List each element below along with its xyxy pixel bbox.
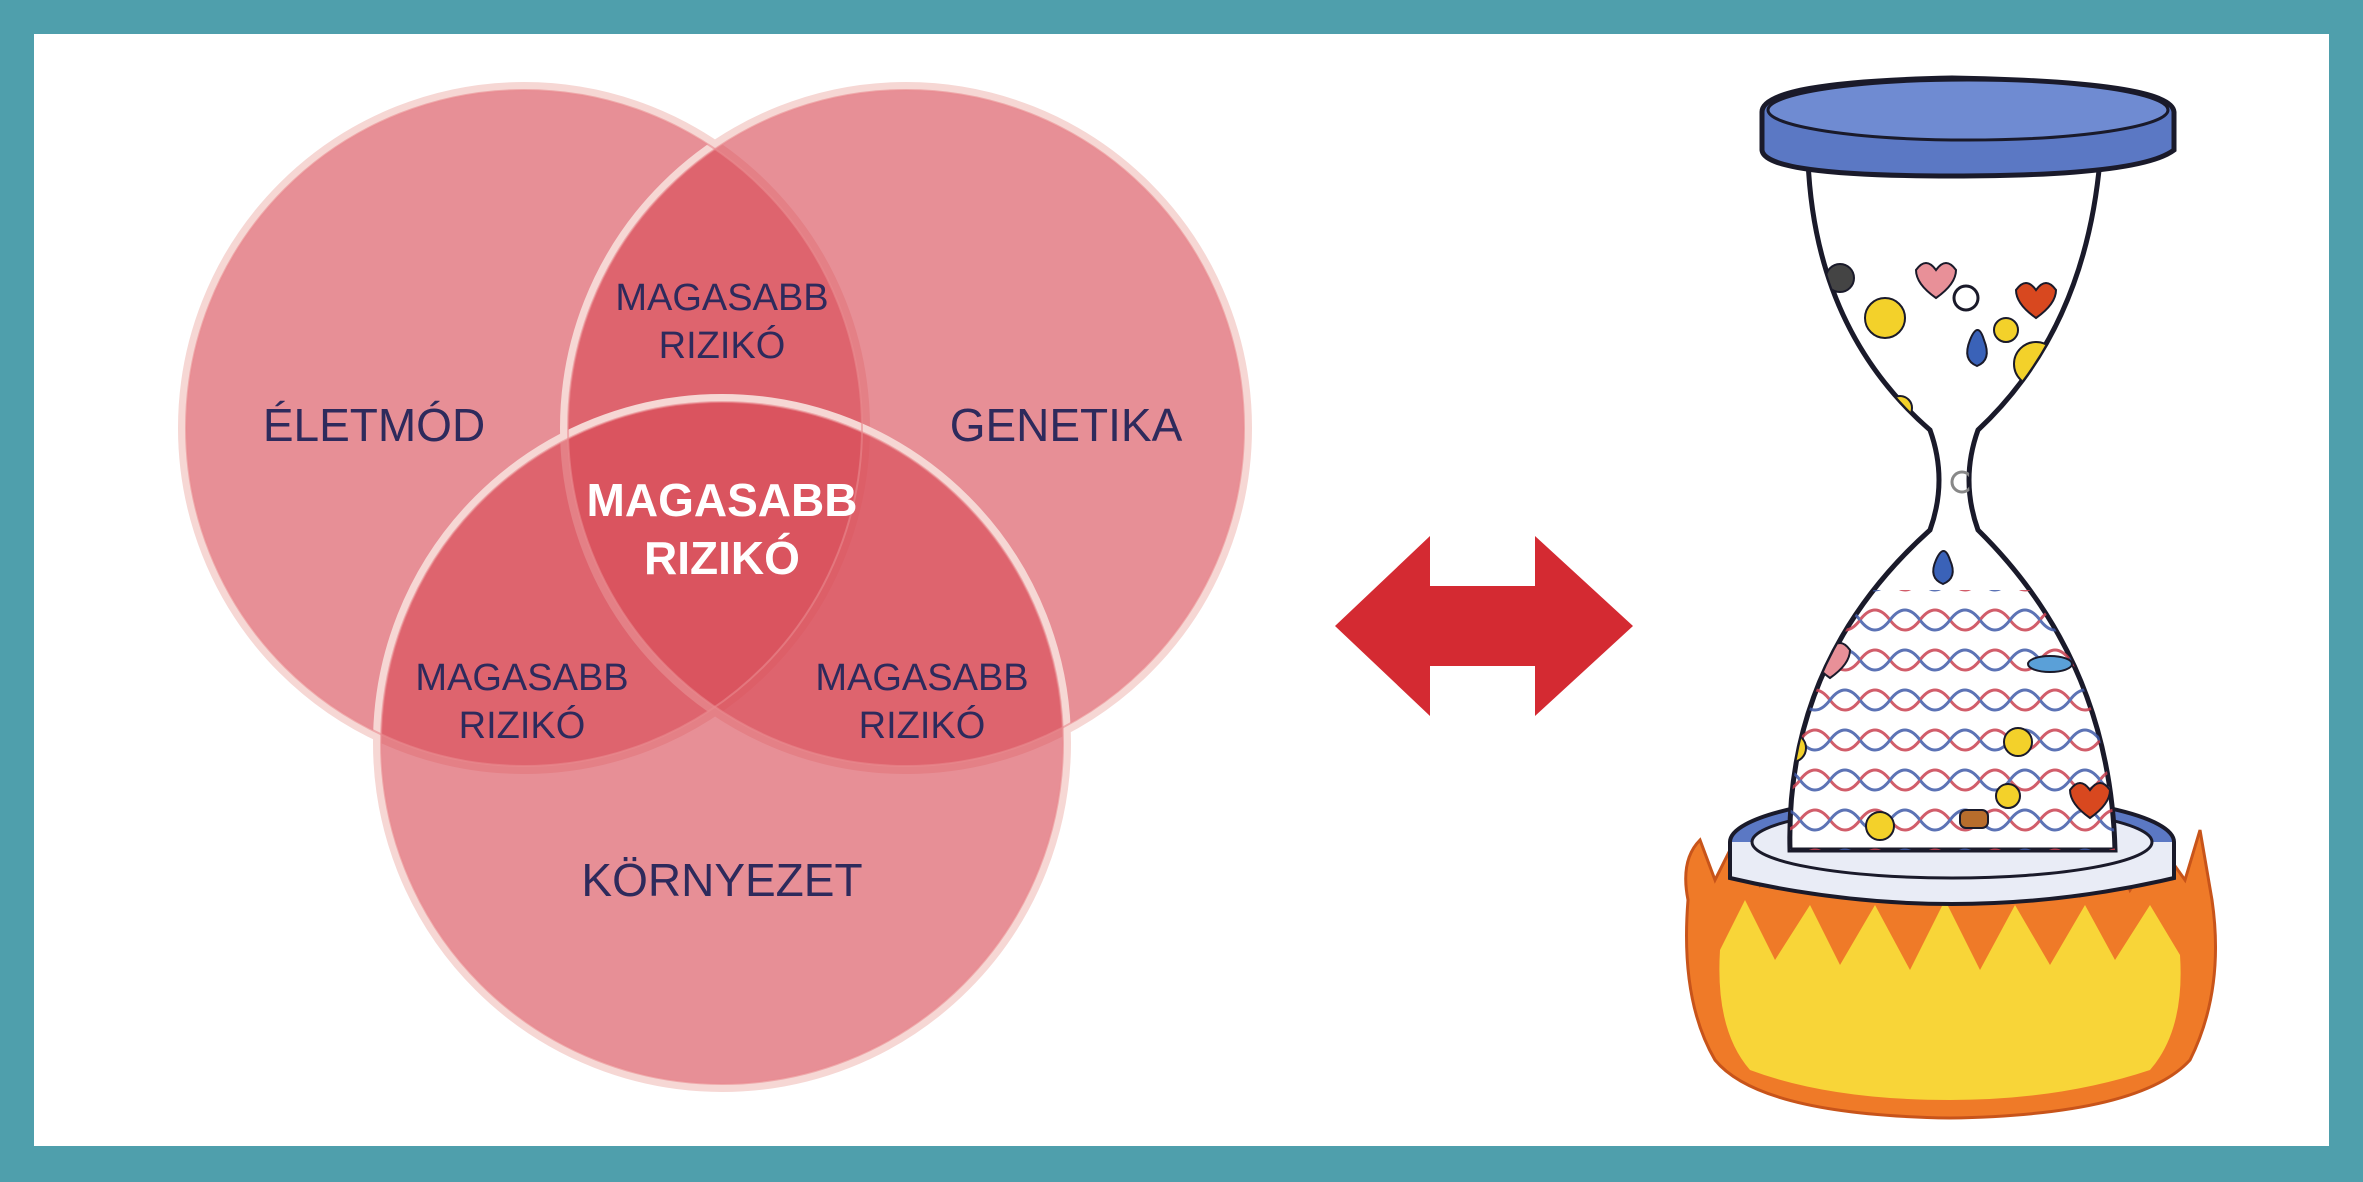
venn-diagram: ÉLETMÓD GENETIKA KÖRNYEZET MAGASABB RIZI… <box>178 82 1252 1092</box>
intersection-center-line1: MAGASABB <box>587 474 858 526</box>
circle-environment <box>373 394 1071 1092</box>
intersection-right-line1: MAGASABB <box>815 657 1028 699</box>
intersection-top-line1: MAGASABB <box>615 277 828 319</box>
label-environment: KÖRNYEZET <box>581 854 862 906</box>
double-headed-arrow-icon <box>1335 536 1633 716</box>
label-lifestyle: ÉLETMÓD <box>263 399 485 451</box>
intersection-left-line1: MAGASABB <box>415 657 628 699</box>
hourglass-on-fire-icon <box>1684 75 2217 1120</box>
label-genetics: GENETIKA <box>950 399 1183 451</box>
intersection-right-line2: RIZIKÓ <box>859 704 986 747</box>
intersection-top-line2: RIZIKÓ <box>659 324 786 367</box>
intersection-center-line2: RIZIKÓ <box>644 532 800 584</box>
intersection-left-line2: RIZIKÓ <box>459 704 586 747</box>
